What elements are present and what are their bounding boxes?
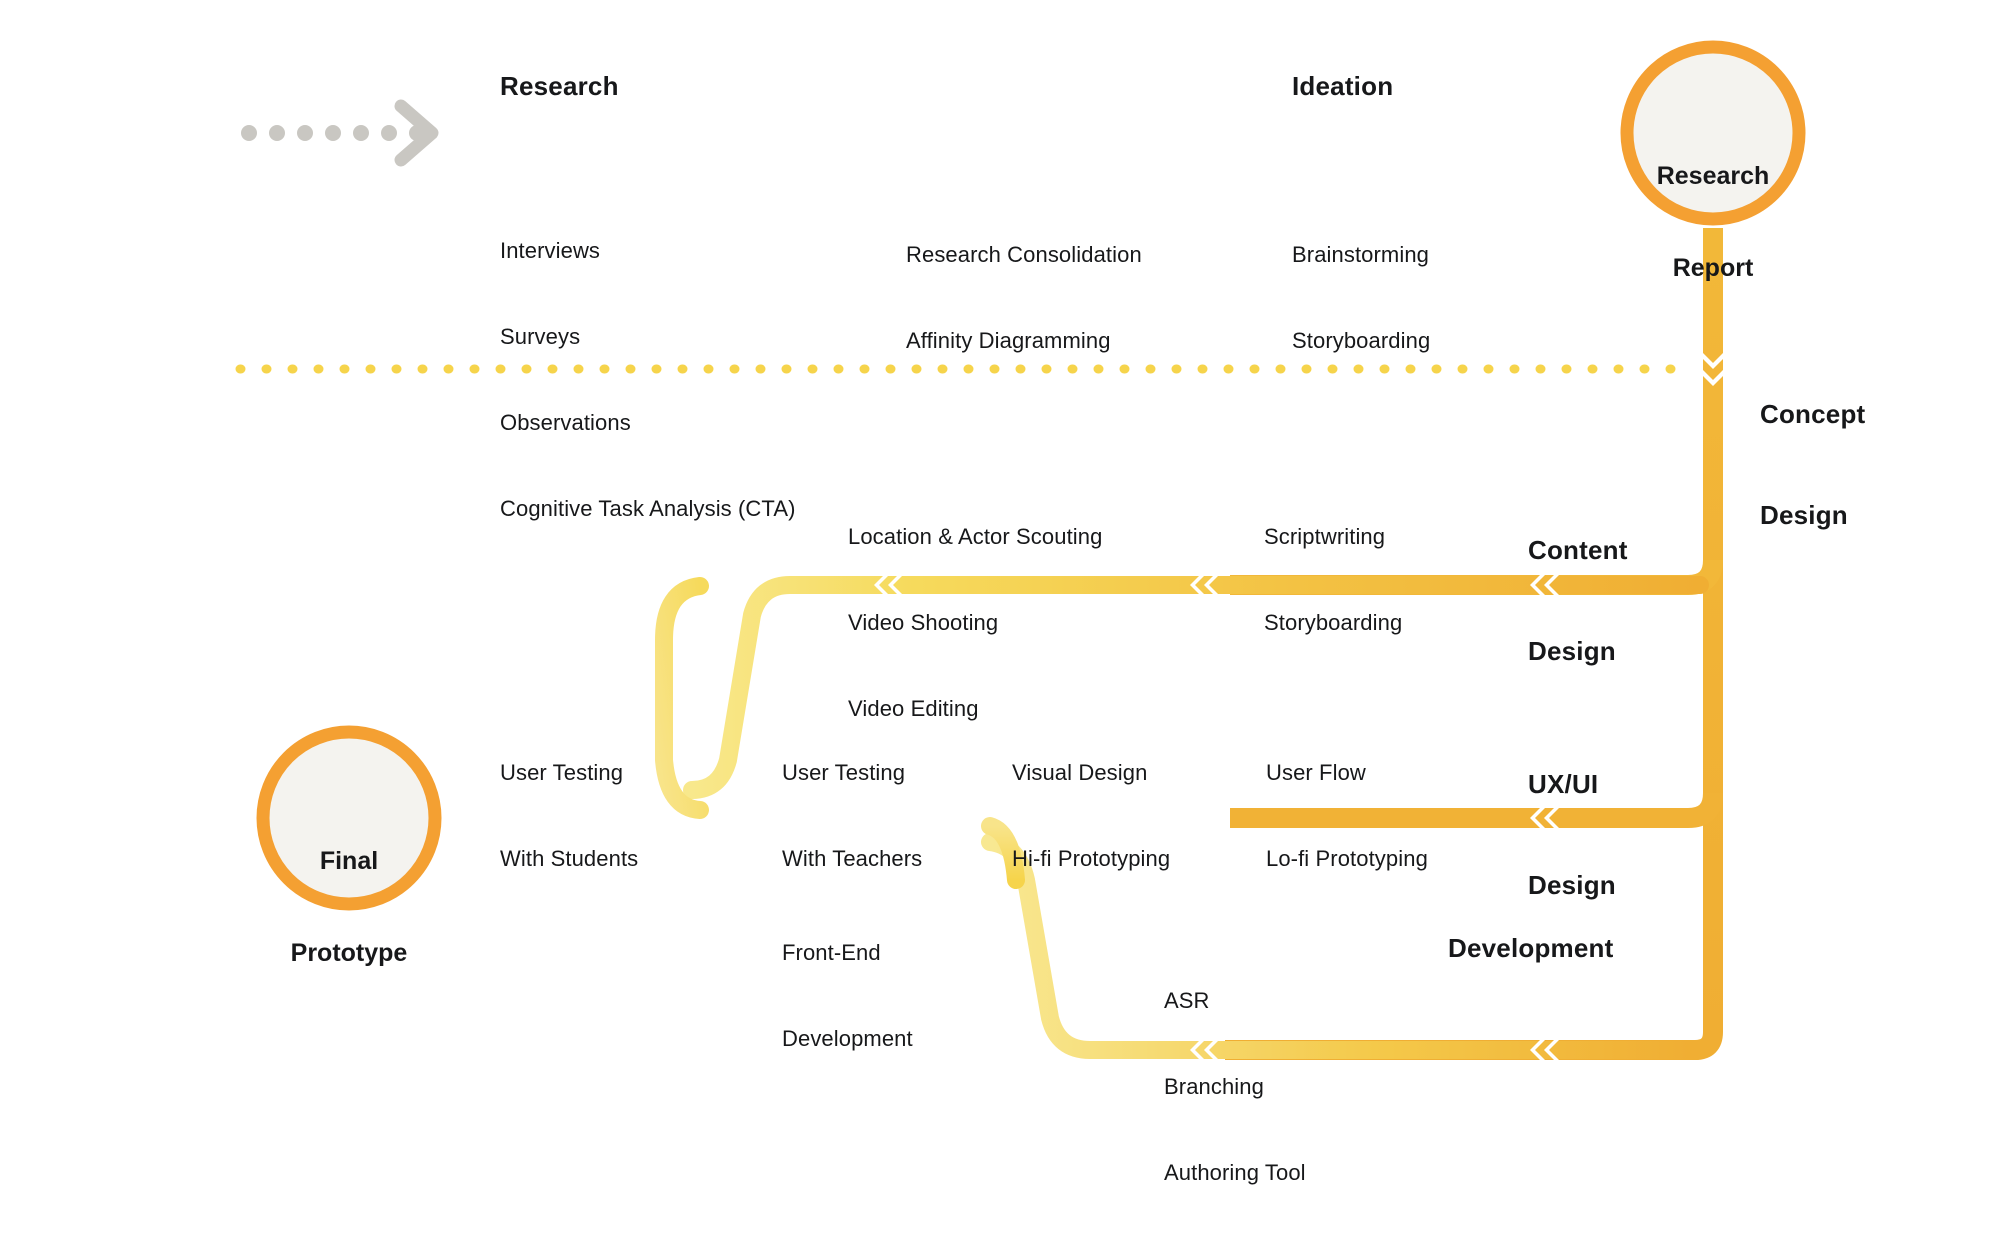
final-prototype-node-circle[interactable]	[256, 725, 442, 911]
entry-dotted-arrow	[241, 99, 439, 167]
task-item: Storyboarding	[1292, 327, 1431, 353]
research-report-node-circle[interactable]	[1620, 40, 1806, 226]
process-diagram-canvas: Research Report Final Prototype Research…	[235, 40, 1866, 1185]
task-list-content-left: Location & Actor Scouting Video Shooting…	[848, 466, 1102, 781]
branch-ux-to-content	[655, 577, 709, 819]
task-list-content-right: Scriptwriting Storyboarding	[1264, 466, 1402, 695]
task-item: Development	[782, 1025, 913, 1051]
research-report-line1: Research	[1656, 162, 1770, 190]
phase-title-concept-design: Concept Design	[1760, 330, 1865, 600]
research-report-line2: Report	[1672, 253, 1754, 282]
task-item: Authoring Tool	[1164, 1159, 1306, 1185]
task-item: Research Consolidation	[906, 242, 1142, 268]
final-prototype-node-label: Final Prototype	[249, 785, 449, 1029]
task-item: User Testing	[782, 760, 906, 786]
task-item: With Students	[500, 845, 639, 871]
task-item: Lo-fi Prototyping	[1266, 845, 1428, 871]
task-item: Branching	[1164, 1073, 1264, 1099]
phase-title-content-design: Content Design	[1528, 466, 1628, 736]
phase-title-ideation: Ideation	[1292, 71, 1394, 101]
task-list-ux-teachers: User Testing With Teachers	[782, 702, 922, 931]
concept-design-line2: Design	[1760, 499, 1848, 530]
task-item: ASR	[1164, 988, 1210, 1014]
task-list-dev-frontend: Front-End Development	[782, 882, 913, 1111]
task-item: Affinity Diagramming	[906, 327, 1111, 353]
task-item: With Teachers	[782, 845, 923, 871]
row-research-track	[443, 121, 1674, 141]
row-ux-ui-track	[351, 808, 1709, 828]
task-item: Location & Actor Scouting	[848, 524, 1103, 550]
research-report-node-label: Research Report	[1613, 100, 1813, 344]
content-design-line1: Content	[1528, 534, 1628, 565]
chevron-down-notches	[1703, 353, 1723, 386]
task-list-research: Interviews Surveys Observations Cognitiv…	[500, 180, 796, 580]
concept-design-line1: Concept	[1760, 398, 1866, 429]
task-list-ideation: Brainstorming Storyboarding	[1292, 184, 1430, 413]
task-item: Visual Design	[1012, 760, 1148, 786]
task-item: Hi-fi Prototyping	[1012, 845, 1171, 871]
final-prototype-line1: Final	[319, 847, 379, 875]
task-item: Brainstorming	[1292, 242, 1430, 268]
flow-paths	[235, 40, 1806, 1060]
task-list-consolidation: Research Consolidation Affinity Diagramm…	[906, 184, 1142, 413]
ux-ui-line2: Design	[1528, 869, 1616, 900]
task-item: Storyboarding	[1264, 609, 1403, 635]
task-item: Front-End	[782, 940, 881, 966]
task-item: Cognitive Task Analysis (CTA)	[500, 495, 796, 521]
final-prototype-line2: Prototype	[290, 938, 408, 967]
task-item: Video Shooting	[848, 609, 999, 635]
branch-ux-to-development	[981, 817, 1025, 889]
chevron-separators-row3	[538, 808, 1559, 828]
task-list-dev-tools: ASR Branching Authoring Tool	[1164, 930, 1306, 1245]
phase-title-development: Development	[1448, 933, 1614, 963]
task-list-ux-flow: User Flow Lo-fi Prototyping	[1266, 702, 1428, 931]
chevron-separators-row2	[874, 575, 1559, 595]
task-item: Observations	[500, 409, 631, 435]
row-content-design-track	[683, 575, 1709, 799]
task-item: User Flow	[1266, 760, 1366, 786]
task-item: Interviews	[500, 238, 601, 264]
task-list-ux-visual: Visual Design Hi-fi Prototyping	[1012, 702, 1170, 931]
task-item: Video Editing	[848, 695, 979, 721]
task-item: Scriptwriting	[1264, 524, 1386, 550]
task-item: Surveys	[500, 323, 581, 349]
phase-title-ux-ui-design: UX/UI Design	[1528, 700, 1616, 970]
task-item: User Testing	[500, 760, 624, 786]
chevron-separators-row1	[621, 121, 1440, 141]
content-design-line2: Design	[1528, 635, 1616, 666]
task-list-ux-students: User Testing With Students	[500, 702, 638, 931]
chevron-separators-row4	[1190, 1040, 1559, 1060]
phase-title-research: Research	[500, 71, 619, 101]
ux-ui-line1: UX/UI	[1528, 768, 1599, 799]
